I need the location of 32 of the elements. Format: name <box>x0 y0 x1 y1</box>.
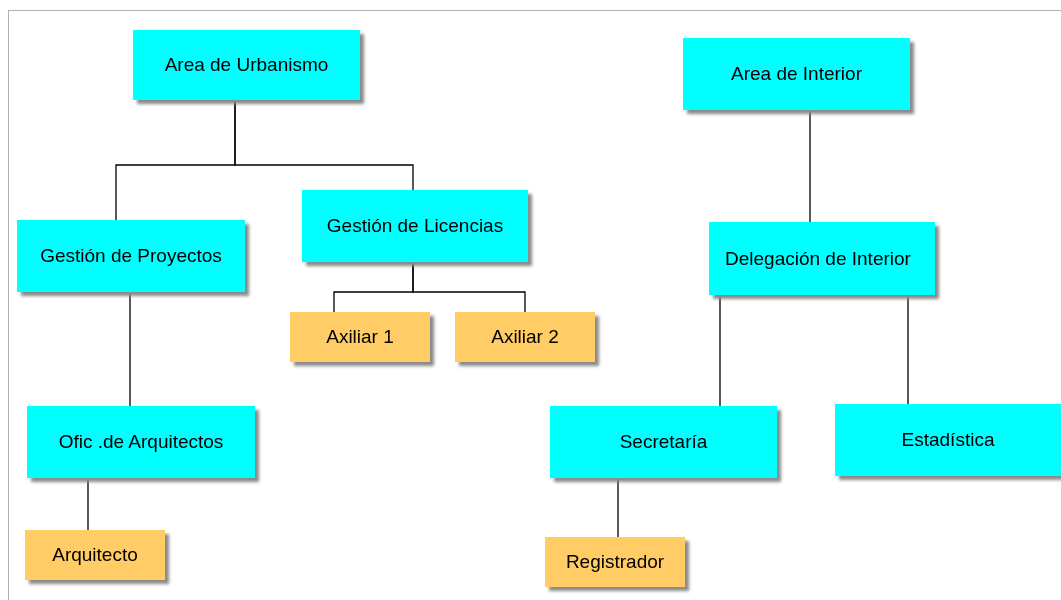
org-box <box>302 190 528 262</box>
org-box <box>683 38 910 110</box>
org-box <box>550 406 777 478</box>
box-label: Estadística <box>901 429 995 451</box>
box-label: Delegación de Interior <box>725 247 911 270</box>
connector-line <box>87 477 89 531</box>
org-box <box>27 406 255 478</box>
org-box <box>290 312 430 362</box>
connector-line <box>907 294 909 405</box>
org-box <box>545 537 685 587</box>
box-label: Ofic .de Arquitectos <box>58 431 224 453</box>
box-label: Registrador <box>565 551 665 573</box>
connector-line <box>719 294 721 407</box>
box-label: Gestión de Proyectos <box>40 245 222 267</box>
box-label: Secretaría <box>619 431 708 453</box>
connector-line <box>412 261 526 313</box>
org-box <box>835 404 1061 476</box>
box-label: Gestión de Licencias <box>326 215 504 237</box>
org-box <box>25 530 165 580</box>
connector-line <box>234 99 414 191</box>
connector-line <box>809 109 811 223</box>
box-label: Arquitecto <box>52 544 138 566</box>
box-label: Axiliar 1 <box>326 326 394 348</box>
connector-line <box>129 291 131 407</box>
org-box <box>133 30 360 100</box>
box-label: Area de Urbanismo <box>164 54 329 76</box>
box-label: Axiliar 2 <box>491 326 559 348</box>
org-box <box>17 220 245 292</box>
connector-line <box>617 477 619 538</box>
box-label: Area de Interior <box>731 63 862 85</box>
org-box <box>709 222 935 295</box>
org-box <box>455 312 595 362</box>
